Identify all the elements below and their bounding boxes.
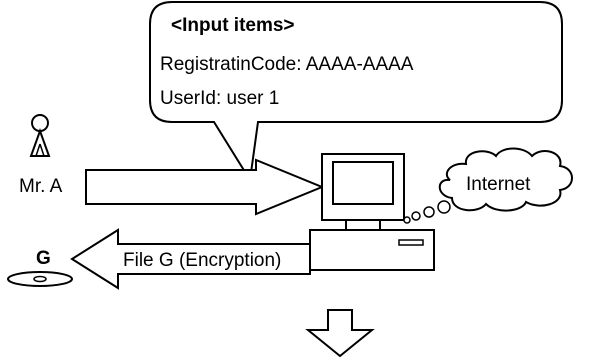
- system-unit: [309, 229, 435, 271]
- person-label: Mr. A: [19, 176, 63, 197]
- callout-bubble: [149, 1, 563, 183]
- down-arrow-icon: [305, 309, 375, 358]
- person-icon: [29, 114, 51, 157]
- input-items-callout: <Input items> RegistratinCode: AAAA-AAAA…: [149, 1, 563, 183]
- output-arrow-label: File G (Encryption): [123, 250, 281, 271]
- disc-icon: [7, 271, 73, 287]
- disc-label: G: [36, 248, 51, 269]
- monitor-base: [345, 219, 381, 231]
- callout-registration-code: RegistratinCode: AAAA-AAAA: [160, 54, 414, 75]
- monitor-screen: [332, 161, 394, 205]
- cloud-connector: [403, 200, 451, 224]
- drive-slot: [398, 239, 424, 246]
- output-arrow: [70, 228, 311, 290]
- callout-user-id: UserId: user 1: [160, 88, 279, 109]
- internet-cloud-icon: [438, 147, 573, 212]
- callout-heading: <Input items>: [171, 15, 295, 36]
- input-arrow: [85, 158, 325, 216]
- computer-icon: [309, 153, 435, 271]
- internet-label: Internet: [466, 174, 531, 195]
